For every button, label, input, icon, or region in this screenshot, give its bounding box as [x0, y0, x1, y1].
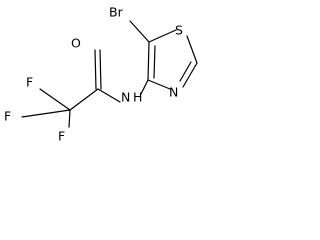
atom-f-left: F	[4, 109, 11, 124]
bond-c2-n3-inner	[179, 61, 192, 82]
bond-c2-n3-outer	[182, 62, 198, 88]
atom-n-ring: N	[169, 85, 178, 100]
bond-c-f-top	[39, 88, 71, 111]
atom-br: Br	[109, 5, 124, 20]
atom-s: S	[175, 23, 183, 38]
bond-c-f-bottom	[68, 109, 71, 128]
bonds	[21, 20, 198, 128]
bond-n3-c4	[147, 79, 171, 90]
atom-labels: Br S O F F F N H N	[4, 5, 183, 144]
bond-c4-c5-inner	[153, 45, 156, 79]
bond-c-f-left	[21, 109, 71, 118]
atom-h-amide: H	[133, 90, 142, 105]
bond-c4-c5-outer	[147, 41, 150, 81]
bond-c-c	[69, 88, 99, 111]
bond-c-o-1	[94, 49, 97, 90]
bond-c-n	[97, 88, 121, 103]
atom-n-amide: N	[121, 90, 130, 105]
bond-c-o-2	[99, 49, 102, 90]
atom-f-bottom: F	[58, 129, 65, 144]
bond-c5-s	[148, 29, 177, 43]
atom-f-top: F	[26, 75, 33, 90]
bond-c5-br	[129, 20, 150, 43]
bond-s-c2	[186, 35, 198, 64]
molecule-structure: Br S O F F F N H N	[4, 5, 198, 144]
atom-o: O	[71, 36, 81, 51]
bond-n-c4	[140, 79, 149, 95]
